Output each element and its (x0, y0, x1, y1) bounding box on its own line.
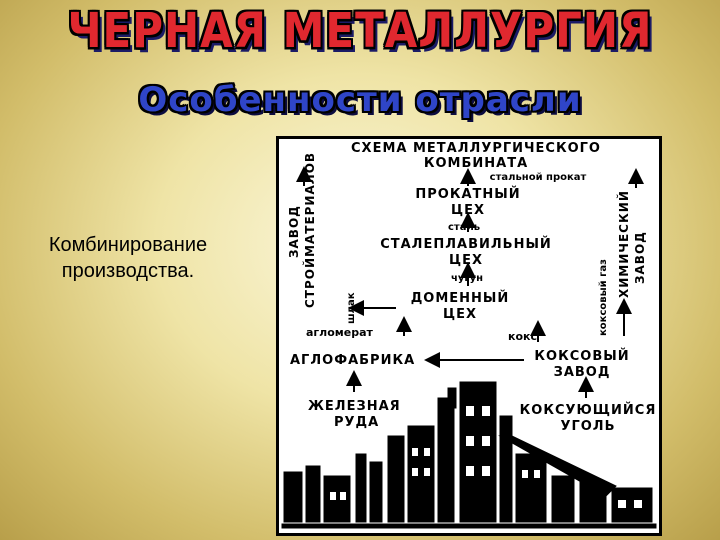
diagram-header-line2: КОМБИНАТА (424, 156, 528, 171)
label-coke: кокс (508, 330, 537, 343)
plant-illustration (281, 381, 657, 529)
label-steel-product: стальной прокат (490, 172, 587, 183)
coke-plant-line2: ЗАВОД (554, 365, 611, 380)
diagram-frame (276, 136, 662, 536)
left-caption-line1: Комбинирование (48, 234, 208, 256)
diagram-header-line1: СХЕМА МЕТАЛЛУРГИЧЕСКОГО (351, 141, 601, 156)
metallurgical-plant-diagram: СХЕМА МЕТАЛЛУРГИЧЕСКОГО КОМБИНАТА стальн… (276, 136, 662, 536)
label-agglomerate: агломерат (306, 326, 374, 339)
steelmaking-line2: ЦЕХ (449, 253, 483, 268)
plant-windows (330, 406, 642, 508)
label-slag: шлак (346, 292, 357, 324)
steelmaking-line1: СТАЛЕПЛАВИЛЬНЫЙ (380, 236, 552, 252)
iron-ore-line2: РУДА (334, 415, 379, 430)
chemical-plant-line1: ХИМИЧЕСКИЙ (616, 190, 631, 298)
left-caption: Комбинирование производства. (18, 232, 238, 284)
chemical-plant-line2: ЗАВОД (633, 231, 647, 284)
building-plant-line1: ЗАВОД (287, 205, 301, 258)
diagram-svg: СХЕМА МЕТАЛЛУРГИЧЕСКОГО КОМБИНАТА стальн… (276, 136, 662, 536)
slide-title: ЧЕРНАЯ МЕТАЛЛУРГИЯ (67, 2, 653, 59)
label-steel: сталь (448, 222, 480, 233)
coking-coal-line2: УГОЛЬ (560, 419, 615, 434)
coking-coal-line1: КОКСУЮЩИЙСЯ (520, 402, 657, 418)
slide-subtitle: Особенности отрасли (138, 80, 582, 120)
rolling-mill-line2: ЦЕХ (451, 203, 485, 218)
rolling-mill-line1: ПРОКАТНЫЙ (415, 186, 520, 202)
blast-furnace-line1: ДОМЕННЫЙ (411, 290, 510, 306)
sinter-plant: АГЛОФАБРИКА (290, 353, 415, 368)
label-coke-gas: коксовый газ (598, 259, 609, 336)
blast-furnace-line2: ЦЕХ (443, 307, 477, 322)
iron-ore-line1: ЖЕЛЕЗНАЯ (308, 399, 401, 414)
coke-plant-line1: КОКСОВЫЙ (534, 348, 629, 364)
left-caption-line2: производства. (61, 260, 195, 282)
building-plant-line2: СТРОЙМАТЕРИАЛОВ (302, 152, 317, 308)
